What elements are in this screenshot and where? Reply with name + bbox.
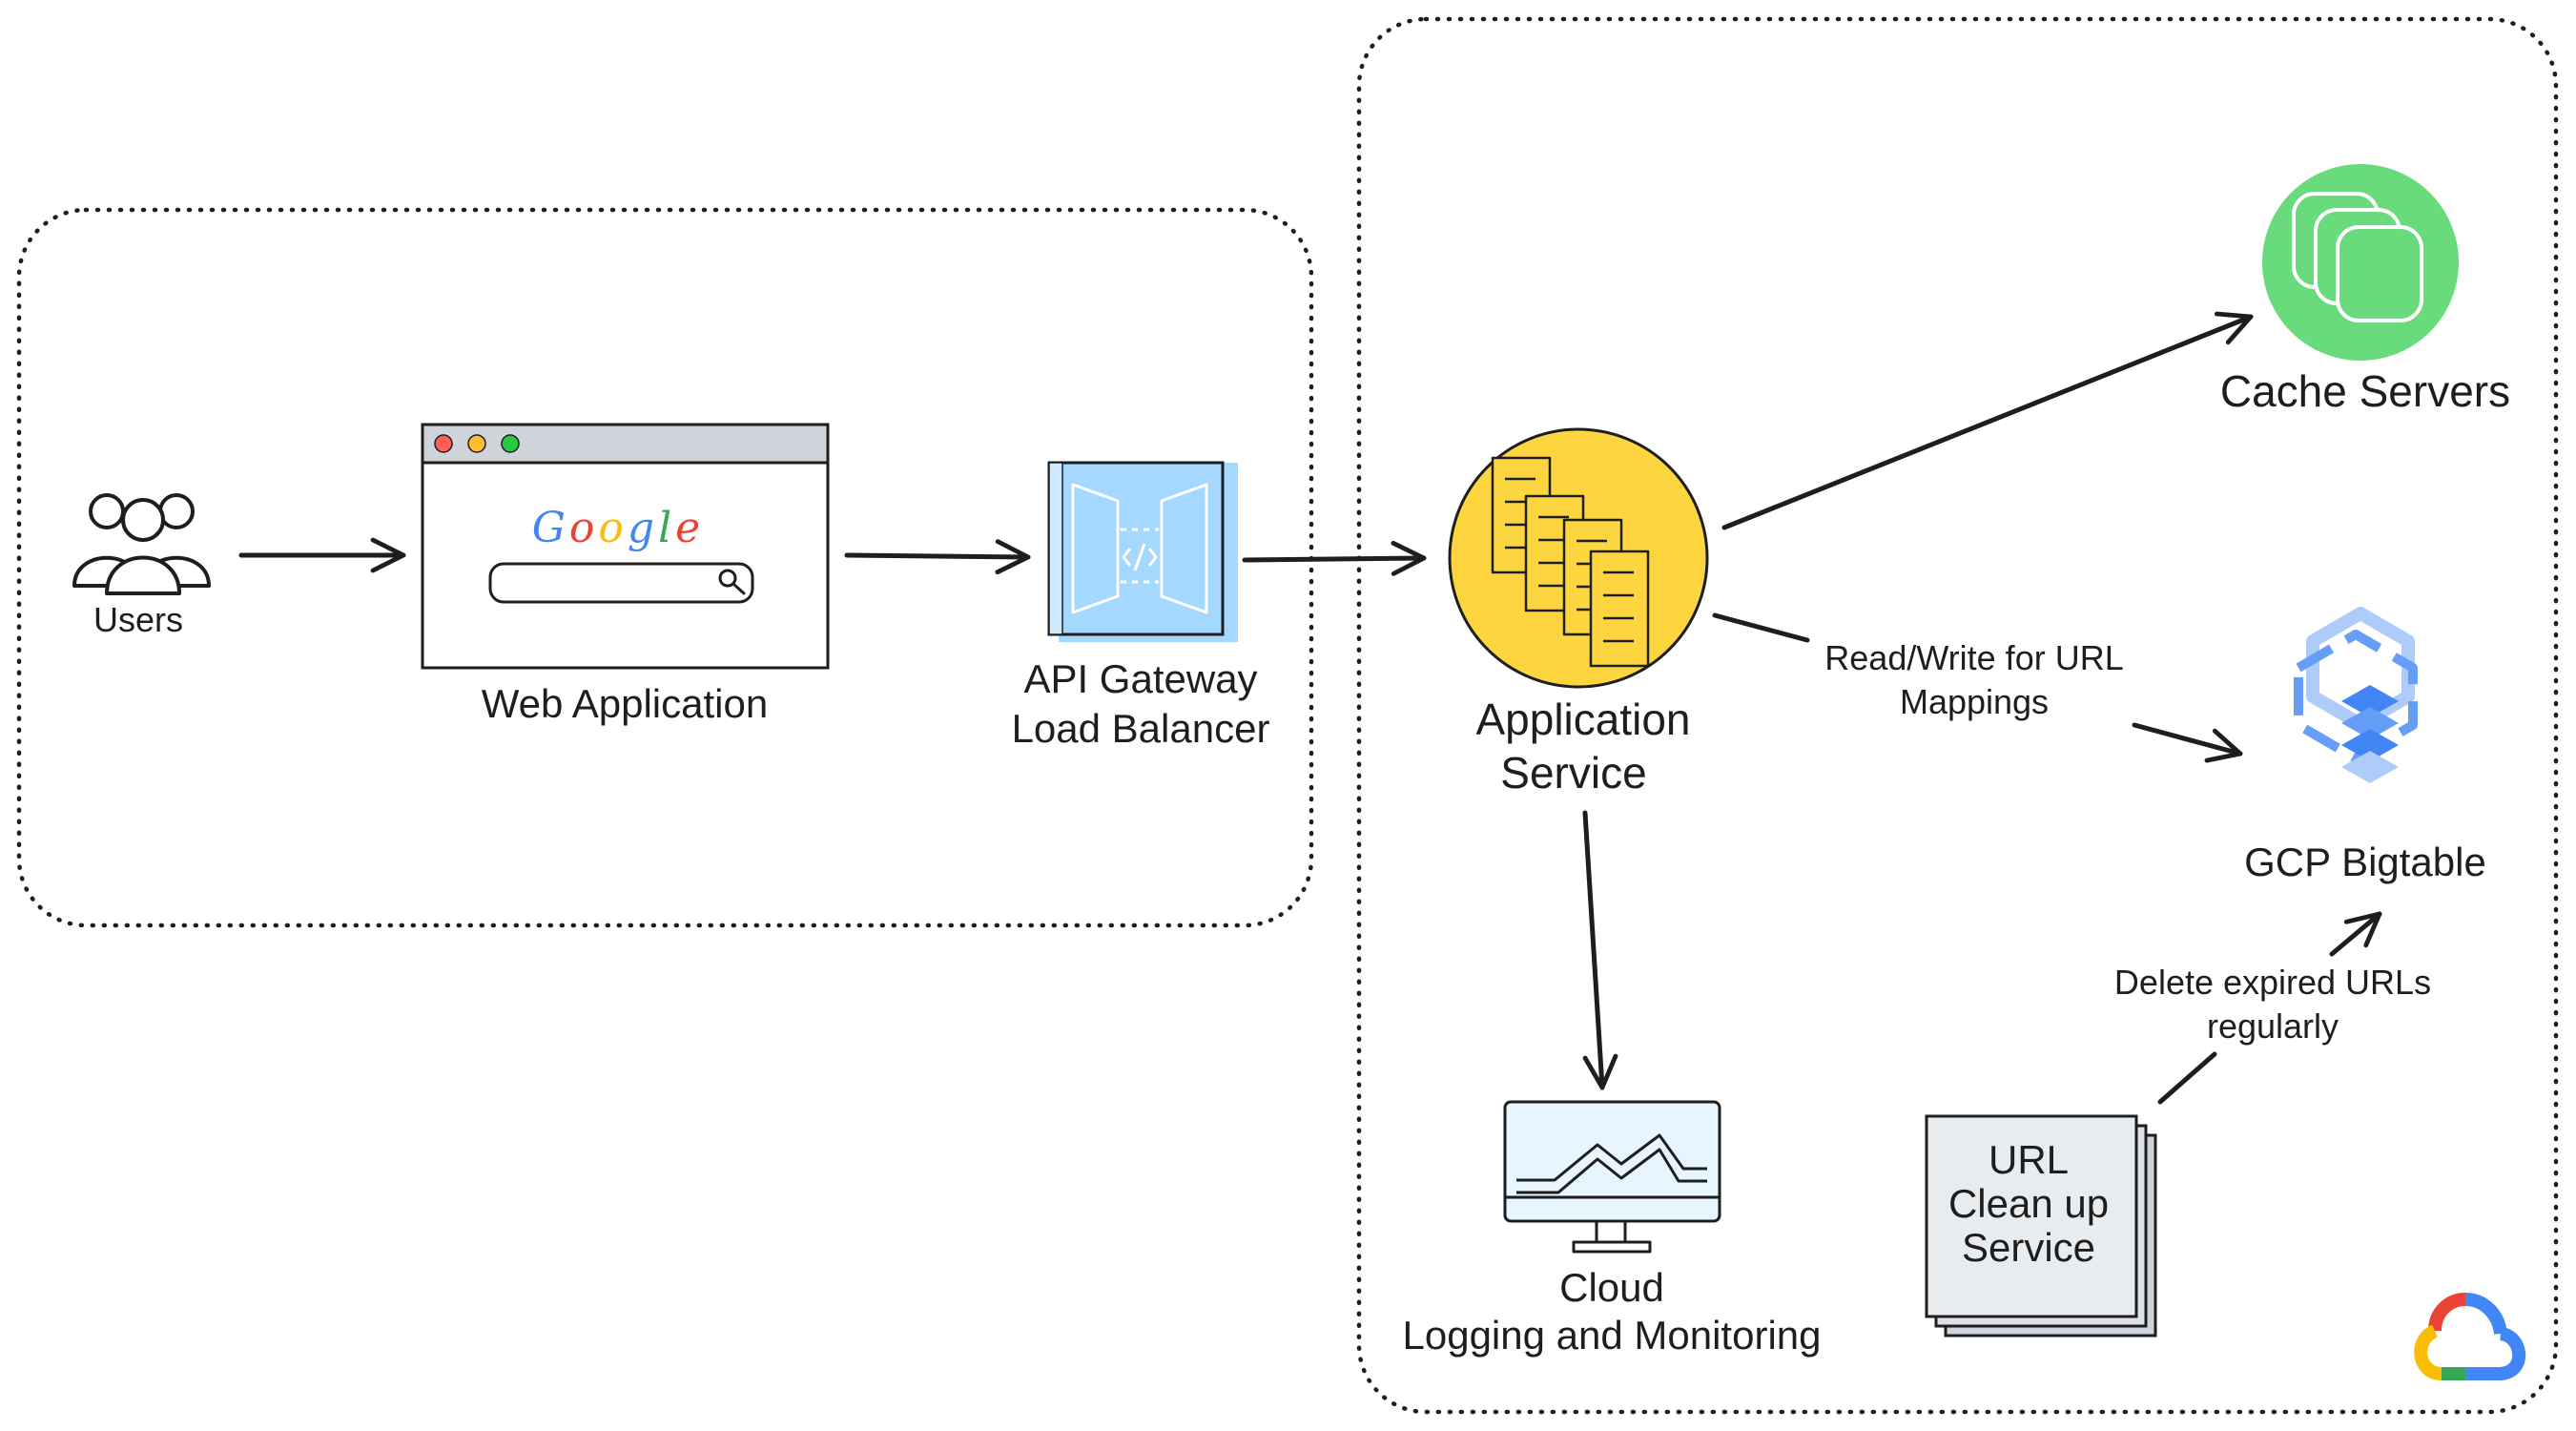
cache-servers-node: Cache Servers [2220,164,2510,416]
read-write-label-line1: Read/Write for URL [1824,638,2123,677]
arrow-app-to-bigtable-part1 [1712,612,1810,643]
api-gateway-label-line1: API Gateway [1023,656,1257,701]
arrow-cleanup-to-bigtable-part2 [2329,911,2382,957]
cache-stack-icon [2292,192,2423,322]
read-write-label-line2: Mappings [1900,682,2049,721]
client-group-boundary [16,207,1314,928]
search-bar [488,562,754,604]
application-service-node: Application Service [1448,427,1709,798]
bigtable-label: GCP Bigtable [2244,840,2486,884]
bigtable-icon [2294,607,2418,783]
api-gateway-node: API Gateway Load Balancer [1012,461,1270,751]
api-gateway-icon [1047,461,1238,642]
arrows [238,311,2382,1105]
cleanup-label-line1: URL [1989,1137,2069,1182]
cleanup-label-line3: Service [1962,1225,2095,1270]
arrow-app-to-logging [1582,810,1618,1090]
bigtable-node: GCP Bigtable [2244,607,2486,884]
arrow-gateway-to-app [1242,540,1427,576]
browser-window-icon: Google [421,423,830,670]
google-cloud-logo [2414,1293,2526,1380]
delete-expired-label-line1: Delete expired URLs [2114,963,2431,1002]
users-label: Users [93,600,183,639]
logging-label-line1: Cloud [1559,1265,1664,1310]
arrow-app-to-cache [1721,311,2254,530]
users-node: Users [72,493,211,639]
web-application-label: Web Application [482,681,768,726]
arrow-cleanup-to-bigtable-part1 [2157,1051,2217,1105]
document-stack-icon [1925,1114,2157,1338]
web-application-node: Google Web Application [421,423,830,726]
cleanup-label-line2: Clean up [1948,1181,2109,1226]
application-service-label-line1: Application [1475,695,1690,744]
gcp-group-boundary [1356,16,2559,1415]
arrow-app-to-bigtable-part2 [2132,722,2243,763]
search-icon [718,569,746,595]
cleanup-service-node: URL Clean up Service [1925,1114,2157,1338]
server-stack-icon [1491,456,1650,668]
application-service-label-line2: Service [1500,748,1646,798]
monitor-icon [1503,1100,1721,1254]
logging-monitoring-node: Cloud Logging and Monitoring [1403,1100,1822,1358]
api-gateway-label-line2: Load Balancer [1012,706,1270,751]
delete-expired-label-line2: regularly [2207,1006,2339,1046]
arrow-web-to-gateway [844,539,1031,575]
cache-servers-label: Cache Servers [2220,366,2510,416]
logging-label-line2: Logging and Monitoring [1403,1313,1822,1358]
google-logo: Google [532,504,704,552]
users-icon [72,493,211,595]
